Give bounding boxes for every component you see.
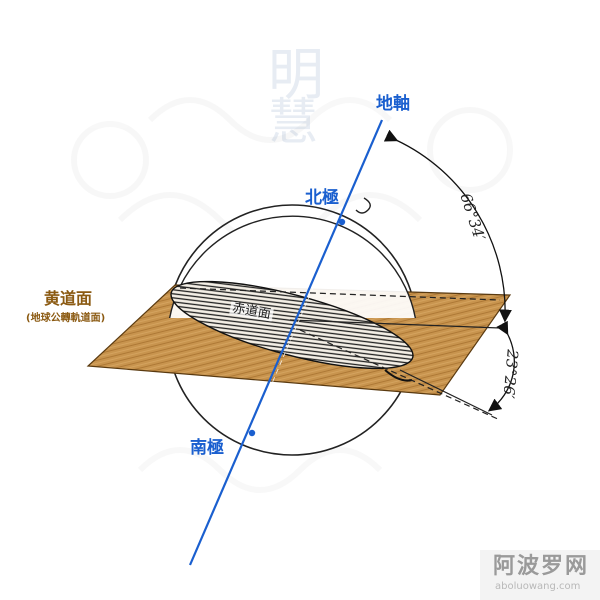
angle-arc-66 bbox=[383, 129, 512, 323]
ecliptic-reference-line bbox=[289, 319, 501, 329]
equator-edge bbox=[384, 369, 413, 382]
watermark-text-mid: 慧 bbox=[268, 93, 318, 151]
background-cloud-pattern bbox=[71, 97, 513, 493]
earth-axis bbox=[188, 119, 384, 566]
south-pole-dot bbox=[248, 429, 256, 437]
site-watermark-cn: 阿波罗网 bbox=[493, 554, 590, 579]
tilt-solid-line bbox=[399, 369, 493, 416]
watermark-text-top: 明 bbox=[268, 43, 324, 108]
ecliptic-plane-note: (地球公轉軌道面) bbox=[26, 313, 106, 324]
north-pole-label: 北極 bbox=[305, 188, 339, 208]
angle-arc-23 bbox=[487, 320, 515, 412]
earth-axis-label: 地軸 bbox=[376, 94, 410, 114]
site-watermark-url: aboluowang.com bbox=[495, 581, 581, 592]
watermark-band bbox=[480, 550, 600, 600]
ecliptic-line bbox=[179, 287, 501, 301]
rotation-arrow-icon bbox=[355, 197, 371, 214]
north-pole-dot bbox=[338, 218, 346, 226]
ecliptic-plane-label: 黄道面 bbox=[44, 289, 93, 308]
south-pole-label: 南極 bbox=[190, 438, 224, 458]
tilt-reference-line bbox=[299, 329, 501, 421]
